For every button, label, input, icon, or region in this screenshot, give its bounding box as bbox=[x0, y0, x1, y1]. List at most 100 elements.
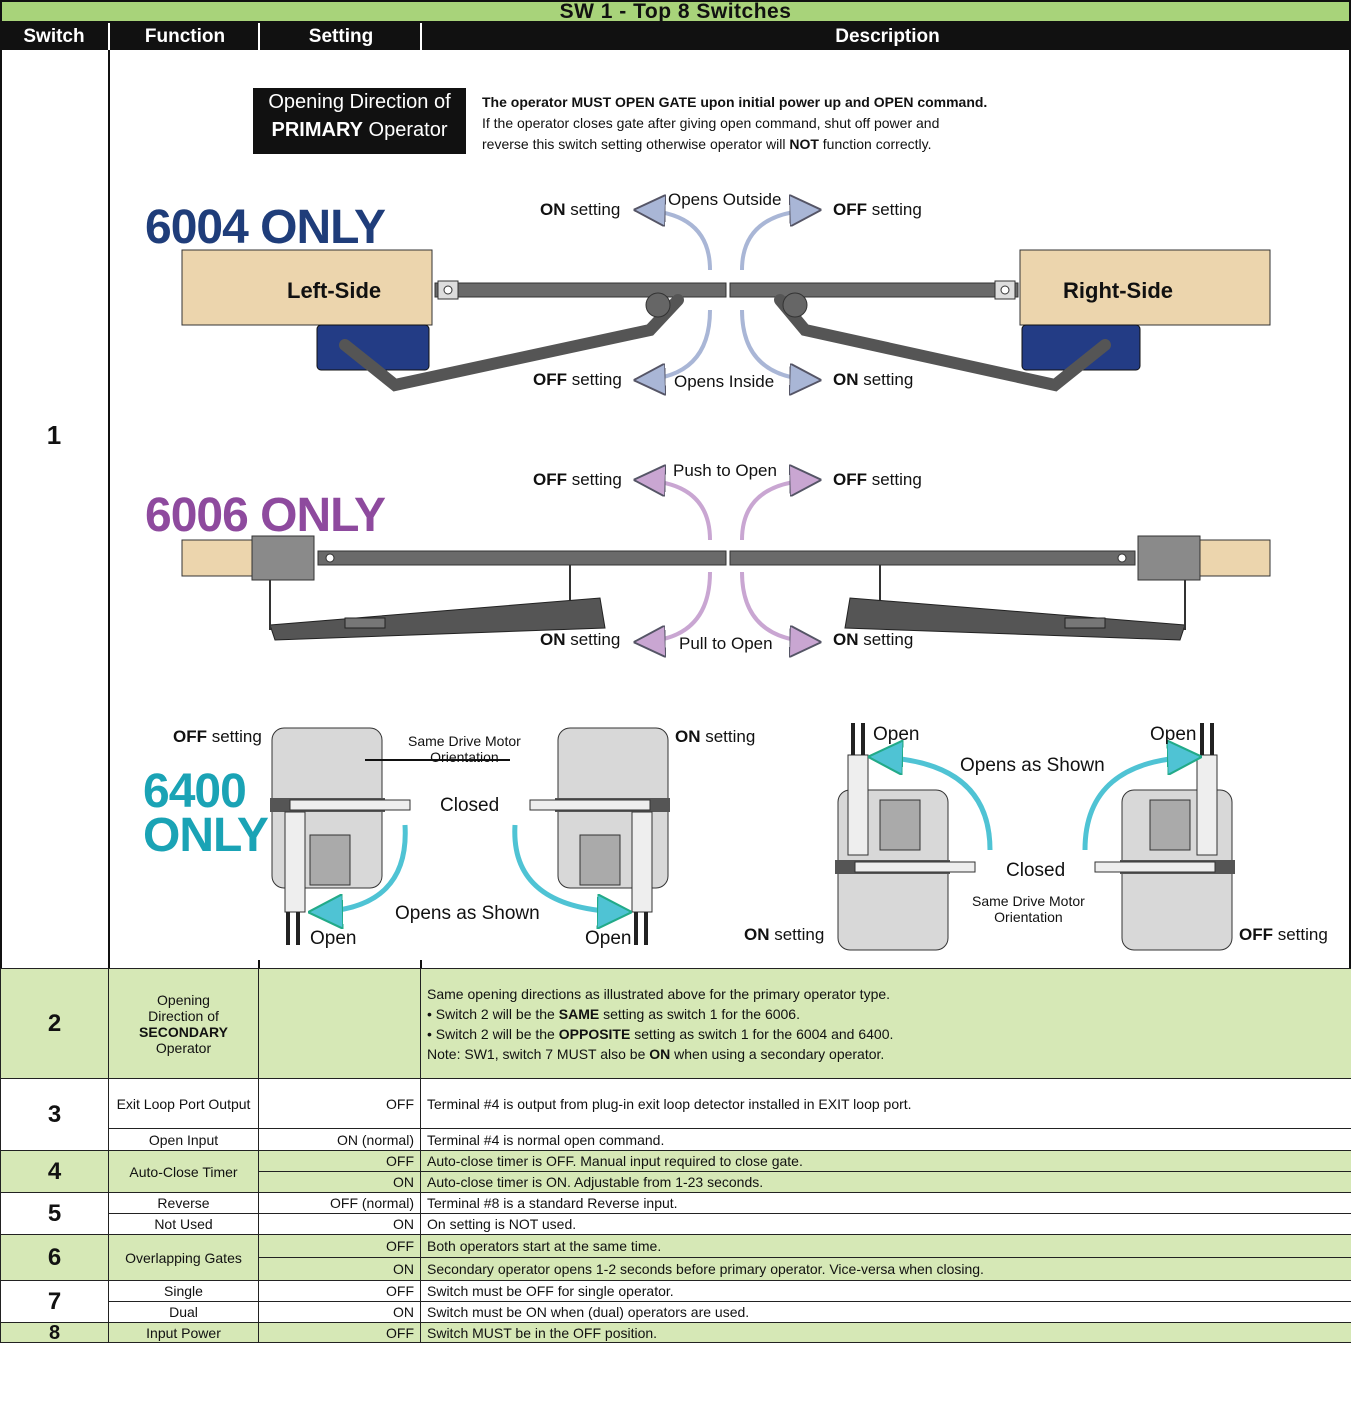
pillar-cap-right-6006 bbox=[1137, 535, 1201, 581]
table-row: ON Auto-close timer is ON. Adjustable fr… bbox=[1, 1171, 1351, 1193]
setting-cell: OFF bbox=[258, 1280, 421, 1302]
setting-cell: ON bbox=[258, 1171, 421, 1193]
gate-arm-right-6004 bbox=[729, 282, 1019, 298]
setting-cell: OFF bbox=[258, 1150, 421, 1172]
column-divider bbox=[420, 960, 422, 968]
opens-as-shown-label: Opens as Shown bbox=[960, 755, 1105, 776]
setting-cell: OFF bbox=[258, 1234, 421, 1258]
table-row: Dual ON Switch must be ON when (dual) op… bbox=[1, 1301, 1351, 1323]
closed-label: Closed bbox=[1006, 860, 1066, 881]
description-cell: Auto-close timer is OFF. Manual input re… bbox=[420, 1150, 1351, 1172]
function-cell: Open Input bbox=[108, 1128, 259, 1151]
table-row: ON Secondary operator opens 1-2 seconds … bbox=[1, 1257, 1351, 1281]
arc-pull-right-6006 bbox=[740, 571, 815, 642]
description-cell: Auto-close timer is ON. Adjustable from … bbox=[420, 1171, 1351, 1193]
description-cell: Same opening directions as illustrated a… bbox=[420, 968, 1351, 1079]
arc-open-left-6400-b bbox=[875, 757, 993, 851]
description-cell: Both operators start at the same time. bbox=[420, 1234, 1351, 1258]
table-title: SW 1 - Top 8 Switches bbox=[0, 0, 1351, 23]
off-setting-label: OFF setting bbox=[833, 200, 922, 219]
on-setting-label: ON setting bbox=[540, 200, 621, 219]
column-header-function: Function bbox=[108, 23, 260, 50]
arc-outside-right-6004 bbox=[740, 210, 815, 271]
table-row: 3 Exit Loop Port Output OFF Terminal #4 … bbox=[0, 1078, 1351, 1151]
open-label: Open bbox=[585, 928, 632, 949]
function-cell: Auto-Close Timer bbox=[108, 1150, 259, 1193]
switch-number: 4 bbox=[0, 1150, 109, 1193]
pull-to-open-label: Pull to Open bbox=[679, 634, 773, 653]
primary-direction-label: Opening Direction of PRIMARY Operator bbox=[253, 88, 466, 154]
setting-cell: OFF bbox=[258, 1322, 421, 1343]
opens-inside-label: Opens Inside bbox=[674, 372, 775, 391]
table-row: 8 Input Power OFF Switch MUST be in the … bbox=[0, 1322, 1351, 1343]
description-cell: Secondary operator opens 1-2 seconds bef… bbox=[420, 1257, 1351, 1281]
on-setting-label: ON setting bbox=[675, 727, 756, 746]
column-header-description: Description bbox=[420, 23, 1351, 50]
switch-table: 2 Opening Direction of SECONDARY Operato… bbox=[0, 968, 1351, 1343]
arc-inside-right-6004 bbox=[740, 309, 815, 380]
right-side-label: Right-Side bbox=[1063, 278, 1173, 303]
off-setting-label: OFF setting bbox=[173, 727, 262, 746]
arc-open-right-6400-b bbox=[1082, 757, 1195, 851]
linkage-hub-left-6004 bbox=[645, 292, 671, 318]
actuator-left-6006 bbox=[269, 597, 606, 641]
description-cell: Terminal #8 is a standard Reverse input. bbox=[420, 1192, 1351, 1214]
function-cell: Reverse bbox=[108, 1192, 259, 1214]
column-header-setting: Setting bbox=[258, 23, 422, 50]
opens-outside-label: Opens Outside bbox=[668, 190, 782, 209]
closed-label: Closed bbox=[440, 795, 500, 816]
on-setting-label: ON setting bbox=[540, 630, 621, 649]
setting-cell: OFF (normal) bbox=[258, 1192, 421, 1214]
switch-number: 7 bbox=[0, 1280, 109, 1323]
switch-number: 2 bbox=[0, 968, 109, 1079]
actuator-window-left-6006 bbox=[344, 617, 386, 629]
on-setting-label: ON setting bbox=[744, 925, 825, 944]
left-side-label: Left-Side bbox=[287, 278, 382, 303]
actuator-window-right-6006 bbox=[1064, 617, 1106, 629]
table-row: 4 Auto-Close Timer OFF Auto-close timer … bbox=[0, 1150, 1351, 1193]
pillar-cap-left-6006 bbox=[251, 535, 315, 581]
open-label: Open bbox=[873, 724, 920, 745]
switch-number: 5 bbox=[0, 1192, 109, 1235]
off-setting-label: OFF setting bbox=[1239, 925, 1328, 944]
open-label: Open bbox=[310, 928, 357, 949]
pivot-right-6004 bbox=[1000, 285, 1010, 295]
column-header-switch: Switch bbox=[23, 26, 85, 47]
table-row: 5 Reverse OFF (normal) Terminal #8 is a … bbox=[0, 1192, 1351, 1235]
model-6006-title: 6006 ONLY bbox=[145, 489, 386, 542]
same-drive-label: Same Drive Motor Orientation bbox=[408, 733, 521, 765]
setting-cell: OFF bbox=[258, 1078, 421, 1129]
post-right-6006 bbox=[1199, 539, 1271, 577]
function-cell: Exit Loop Port Output bbox=[108, 1078, 259, 1129]
arc-push-left-6006 bbox=[640, 480, 712, 541]
switch-number: 3 bbox=[0, 1078, 109, 1151]
table-row: Not Used ON On setting is NOT used. bbox=[1, 1213, 1351, 1235]
pivot-left-6006 bbox=[325, 553, 335, 563]
off-setting-label: OFF setting bbox=[833, 470, 922, 489]
gate-arm-right-6006 bbox=[729, 550, 1136, 566]
pivot-left-6004 bbox=[443, 285, 453, 295]
same-drive-label: Same Drive Motor Orientation bbox=[972, 893, 1085, 925]
on-setting-label: ON setting bbox=[833, 370, 914, 389]
switch-number: 6 bbox=[0, 1234, 109, 1281]
operator-6400-d bbox=[1094, 723, 1235, 951]
column-divider bbox=[258, 960, 260, 968]
model-6400-title: 6400 ONLY bbox=[143, 765, 269, 862]
switch-1-description: The operator MUST OPEN GATE upon initial… bbox=[482, 94, 988, 152]
opens-as-shown-label: Opens as Shown bbox=[395, 903, 540, 924]
operator-6400-a bbox=[270, 727, 411, 945]
arc-inside-left-6004 bbox=[640, 309, 712, 380]
arc-pull-left-6006 bbox=[640, 571, 712, 642]
setting-cell: ON bbox=[258, 1301, 421, 1323]
setting-cell: ON bbox=[258, 1257, 421, 1281]
post-right-6004 bbox=[1019, 249, 1271, 326]
actuator-right-6006 bbox=[844, 597, 1186, 641]
description-cell: Switch must be ON when (dual) operators … bbox=[420, 1301, 1351, 1323]
model-6004-title: 6004 ONLY bbox=[145, 201, 386, 254]
operator-6400-b bbox=[529, 727, 670, 945]
post-left-6006 bbox=[181, 539, 253, 577]
push-to-open-label: Push to Open bbox=[673, 461, 777, 480]
description-cell: On setting is NOT used. bbox=[420, 1213, 1351, 1235]
